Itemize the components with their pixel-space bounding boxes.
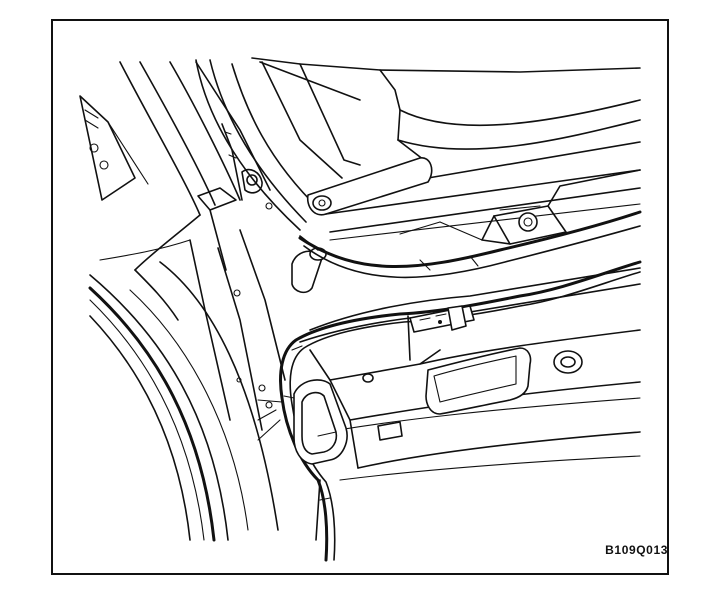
drain-grommet (553, 350, 583, 374)
figure-frame (51, 19, 669, 575)
rear-window-opening (251, 57, 641, 179)
access-hole-rectangular (425, 347, 532, 415)
quarter-panel-inner (79, 61, 286, 431)
c-pillar (195, 59, 321, 231)
wiring-harness-upper (298, 210, 642, 279)
small-holes (362, 373, 403, 441)
lower-quarter-edge (315, 455, 641, 541)
mounting-bracket (399, 169, 641, 245)
figure-code-label: B109Q013 (605, 543, 668, 557)
tail-lamp-pocket (257, 379, 348, 465)
upper-rail (306, 141, 641, 241)
harness-connector (409, 305, 475, 333)
wheel-arch (88, 261, 279, 542)
